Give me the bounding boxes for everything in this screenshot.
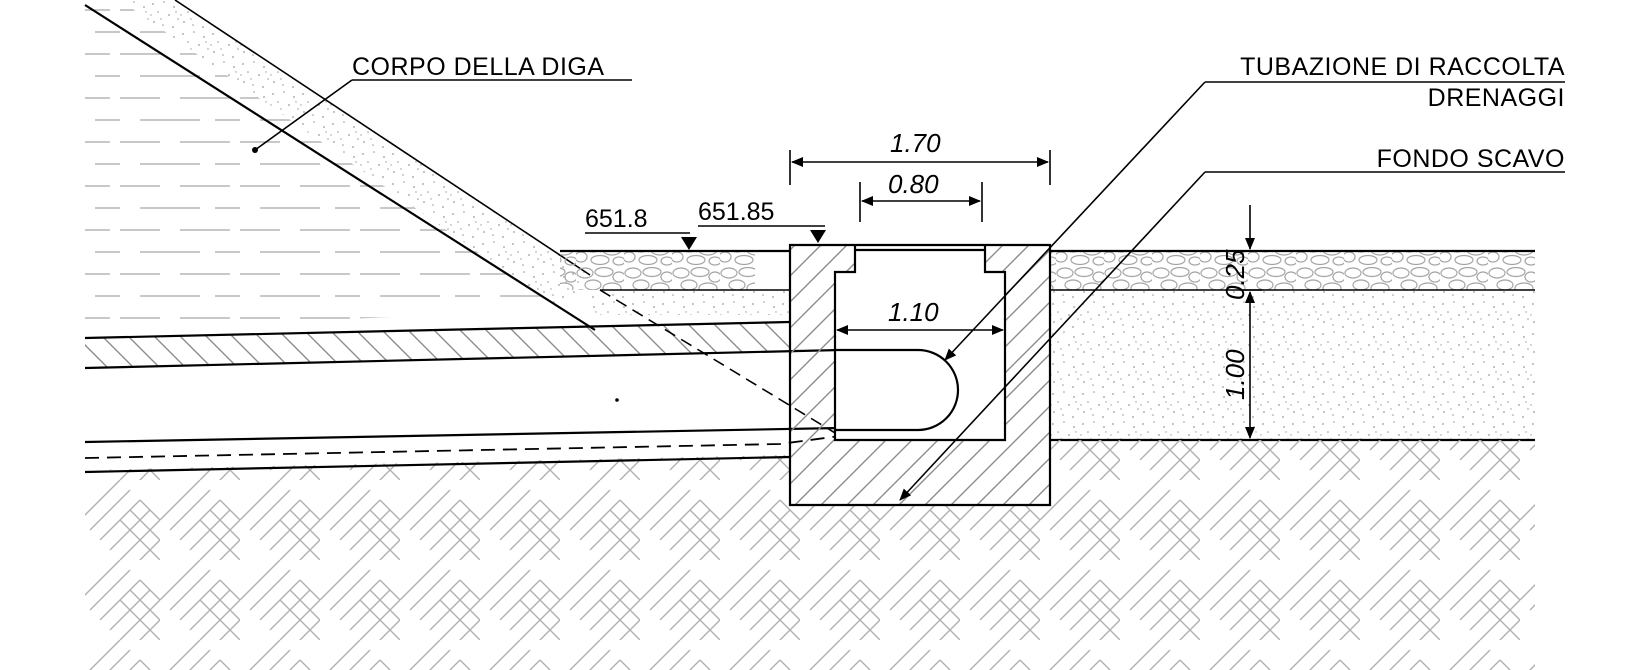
gravel-layer-right xyxy=(1050,251,1535,290)
pipe-band-bottom xyxy=(84,348,841,370)
dim-inner-top-width: 0.80 xyxy=(888,169,939,199)
dam-filter-layer xyxy=(120,0,590,310)
elev-right-triangle xyxy=(810,230,826,243)
dam-body-fill xyxy=(85,0,560,330)
dam-slope-line xyxy=(84,4,596,331)
dim-inner-width: 1.10 xyxy=(888,297,939,327)
dim-outer-width: 1.70 xyxy=(890,128,941,158)
manhole-inner-outline xyxy=(833,245,1007,442)
elevation-left: 651.8 xyxy=(585,205,648,233)
excavation-leader xyxy=(899,171,1206,501)
elevation-right: 651.85 xyxy=(698,198,774,226)
label-excavation-bottom: FONDO SCAVO xyxy=(1377,145,1565,173)
manhole-cavity xyxy=(835,245,1005,440)
label-dam-body: CORPO DELLA DIGA xyxy=(352,53,605,81)
label-drain-pipe-2: DRENAGGI xyxy=(1428,84,1565,112)
dim-sand-thickness: 1.00 xyxy=(1220,349,1250,400)
dim-gravel-thickness: 0.25 xyxy=(1220,249,1250,300)
dam-leader-dot xyxy=(252,147,258,153)
lower-pipe-top xyxy=(84,426,841,444)
bedrock xyxy=(85,440,1535,670)
sand-layer-right xyxy=(1050,290,1535,440)
sand-layer-left xyxy=(590,290,790,315)
drain-pipe-end xyxy=(835,348,960,432)
elev-left-triangle xyxy=(681,237,697,250)
pipe-band-top xyxy=(84,320,791,340)
stray-dot xyxy=(615,398,619,402)
dam-slope-line-outer xyxy=(174,0,591,276)
lower-pipe-bottom xyxy=(84,455,791,474)
gravel-layer-left xyxy=(560,251,755,290)
pipe-band-hatch xyxy=(85,322,790,368)
dam-leader xyxy=(254,79,353,151)
manhole-outline xyxy=(788,243,1052,507)
label-drain-pipe-1: TUBAZIONE DI RACCOLTA xyxy=(1240,53,1565,81)
drain-leader xyxy=(944,81,1206,361)
